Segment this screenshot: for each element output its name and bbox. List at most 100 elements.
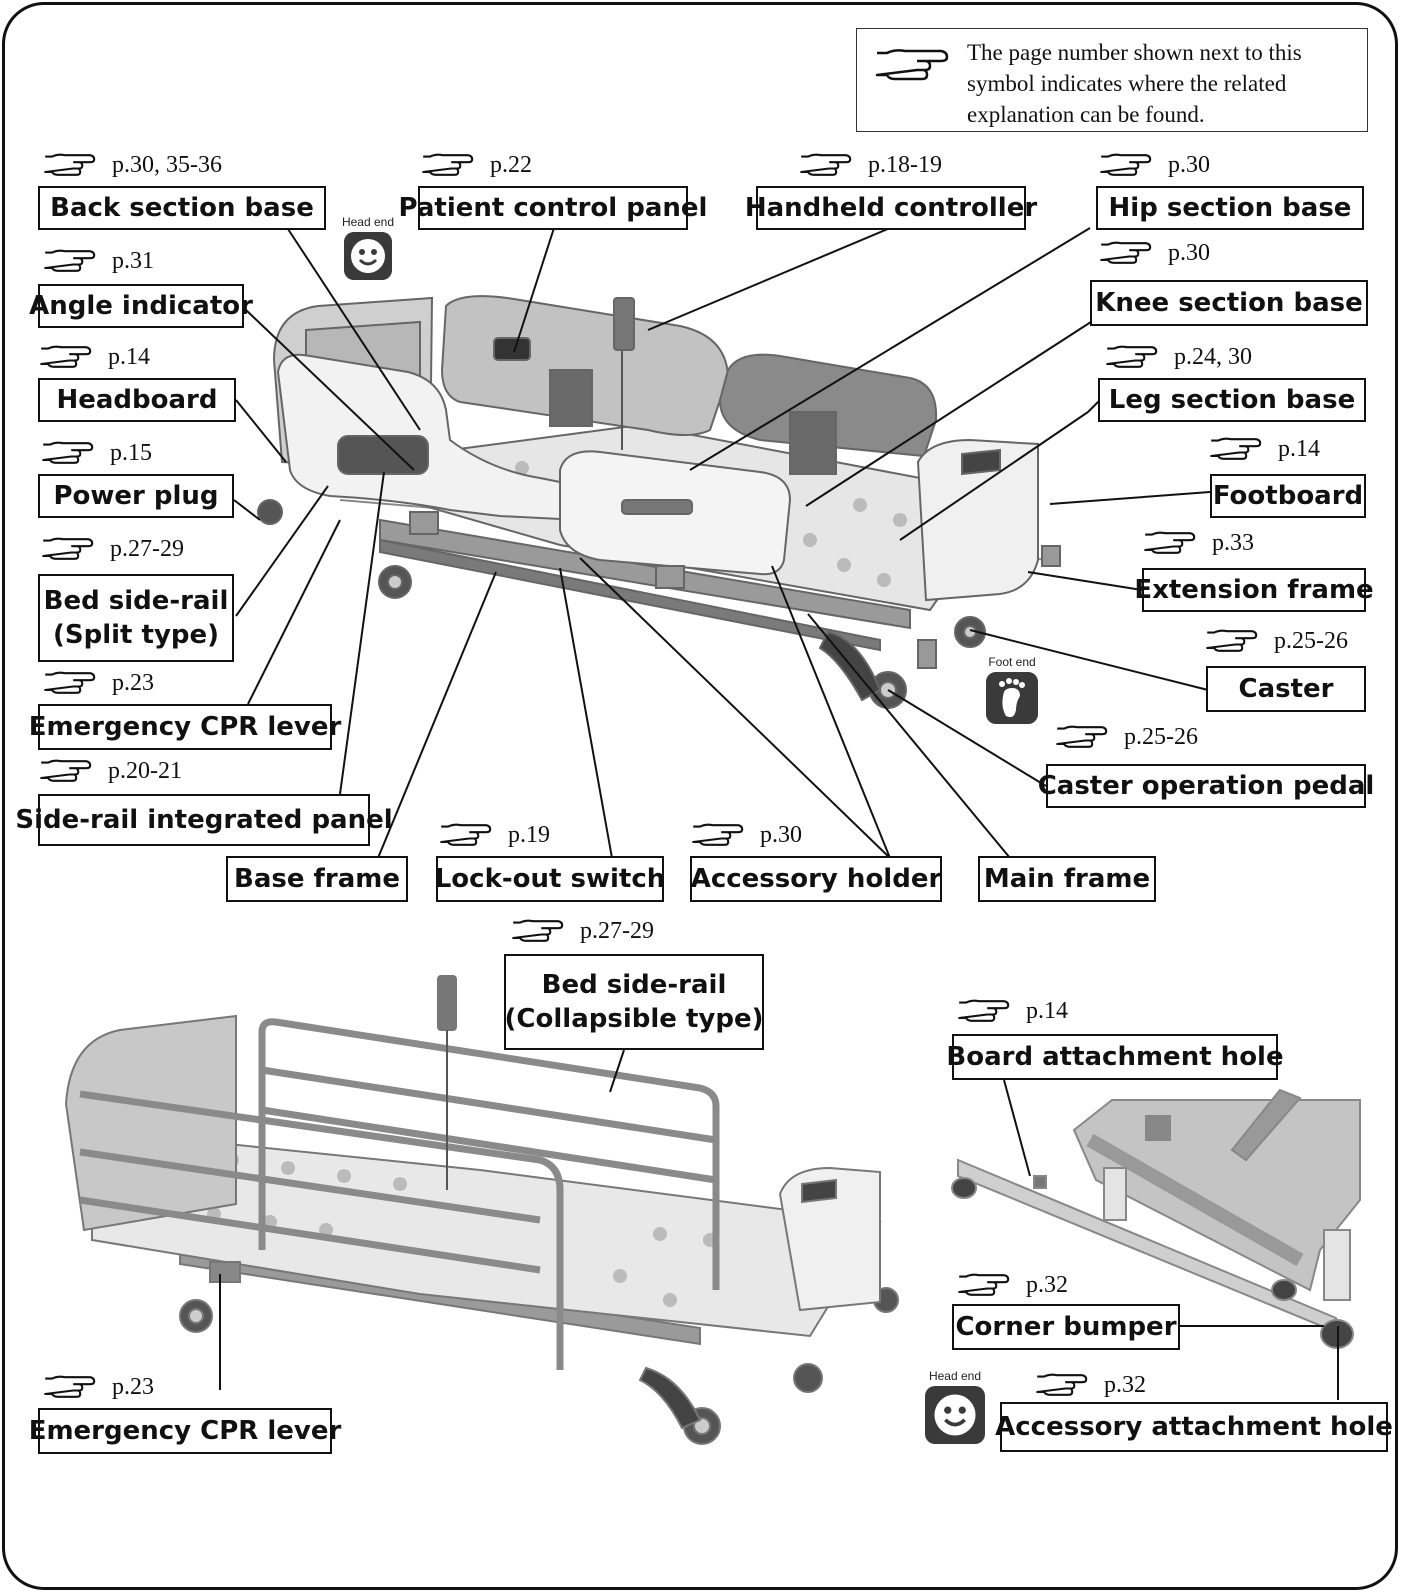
label-footboard: Footboard: [1210, 474, 1366, 518]
pointing-hand-icon: [44, 153, 96, 176]
legend-box: The page number shown next to this symbo…: [856, 28, 1368, 132]
page-ref: p.33: [1142, 526, 1254, 560]
page-ref: p.30: [1098, 236, 1210, 270]
pointing-hand-icon: [1100, 241, 1152, 264]
smiley-face-icon: [925, 1386, 985, 1444]
page-number: p.25-26: [1274, 627, 1348, 654]
page-number: p.14: [1026, 997, 1068, 1024]
footprint-icon: [986, 672, 1038, 724]
pointing-hand-icon: [1210, 437, 1262, 460]
label-line-1: Bed side-rail: [43, 586, 229, 616]
head-end-marker-top: Head end: [340, 214, 396, 280]
foot-end-marker: Foot end: [982, 654, 1042, 724]
smiley-face-icon: [344, 232, 392, 280]
label-bed-side-rail-split: Bed side-rail (Split type): [38, 574, 234, 662]
pointing-hand-icon: [1056, 725, 1108, 748]
pointing-hand-icon: [40, 345, 92, 368]
label-hip-section-base: Hip section base: [1096, 186, 1364, 230]
page-ref: p.14: [1208, 432, 1320, 466]
label-accessory-attachment-hole: Accessory attachment hole: [995, 1402, 1393, 1452]
page-ref: p.32: [1034, 1368, 1146, 1402]
bed-undercarriage-illustration: [951, 1088, 1361, 1349]
page-ref: p.27-29: [40, 532, 184, 566]
label-emergency-cpr-lever: Emergency CPR lever: [29, 704, 341, 750]
page-ref: p.18-19: [798, 148, 942, 182]
pointing-hand-icon: [692, 823, 744, 846]
label-patient-control-panel: Patient control panel: [399, 186, 707, 230]
pointing-hand-icon: [512, 919, 564, 942]
page-number: p.32: [1026, 1271, 1068, 1298]
page-ref: p.15: [40, 436, 152, 470]
label-caster: Caster: [1206, 666, 1366, 712]
page-number: p.30, 35-36: [112, 151, 222, 178]
page-number: p.14: [108, 343, 150, 370]
head-end-marker-bottom: Head end: [922, 1368, 988, 1444]
page-number: p.15: [110, 439, 152, 466]
page-number: p.19: [508, 821, 550, 848]
page-ref: p.14: [38, 340, 150, 374]
pointing-hand-icon: [422, 153, 474, 176]
page-ref: p.24, 30: [1104, 340, 1252, 374]
pointing-hand-icon: [1036, 1373, 1088, 1396]
label-line-2: (Split type): [52, 620, 220, 650]
page-number: p.30: [1168, 151, 1210, 178]
pointing-hand-icon: [44, 1375, 96, 1398]
label-lock-out-switch: Lock-out switch: [435, 856, 665, 902]
pointing-hand-icon: [42, 537, 94, 560]
page-number: p.24, 30: [1174, 343, 1252, 370]
page-ref: p.30: [690, 818, 802, 852]
label-bed-side-rail-collapsible: Bed side-rail (Collapsible type): [504, 954, 764, 1050]
label-corner-bumper: Corner bumper: [952, 1304, 1180, 1350]
page-number: p.23: [112, 669, 154, 696]
label-power-plug: Power plug: [38, 474, 234, 518]
label-side-rail-integrated-panel: Side-rail integrated panel: [15, 794, 393, 846]
label-board-attachment-hole: Board attachment hole: [946, 1034, 1284, 1080]
page-ref: p.30: [1098, 148, 1210, 182]
page-ref: p.32: [956, 1268, 1068, 1302]
page-number: p.30: [1168, 239, 1210, 266]
label-line-2: (Collapsible type): [504, 1004, 764, 1034]
page-ref: p.20-21: [38, 754, 182, 788]
pointing-hand-icon: [440, 823, 492, 846]
pointing-hand-icon: [1100, 153, 1152, 176]
page-ref: p.22: [420, 148, 532, 182]
label-base-frame: Base frame: [226, 856, 408, 902]
page-number: p.33: [1212, 529, 1254, 556]
label-handheld-controller: Handheld controller: [745, 186, 1037, 230]
page-number: p.18-19: [868, 151, 942, 178]
legend-text: The page number shown next to this symbo…: [967, 40, 1302, 127]
page-ref: p.25-26: [1204, 624, 1348, 658]
page-number: p.27-29: [580, 917, 654, 944]
page-ref: p.25-26: [1054, 720, 1198, 754]
page-ref: p.14: [956, 994, 1068, 1028]
label-accessory-holder: Accessory holder: [690, 856, 942, 902]
page-ref: p.23: [42, 666, 154, 700]
pointing-hand-icon: [44, 671, 96, 694]
head-end-label: Head end: [341, 215, 395, 229]
head-end-label: Head end: [928, 1369, 982, 1383]
pointing-hand-icon: [42, 441, 94, 464]
pointing-hand-icon: [1144, 531, 1196, 554]
label-leg-section-base: Leg section base: [1098, 378, 1366, 422]
page-ref: p.31: [42, 244, 154, 278]
pointing-hand-icon: [40, 759, 92, 782]
page-number: p.30: [760, 821, 802, 848]
label-caster-operation-pedal: Caster operation pedal: [1038, 764, 1374, 808]
bed-split-type-illustration: [257, 295, 1061, 709]
page-number: p.25-26: [1124, 723, 1198, 750]
page-ref: p.23: [42, 1370, 154, 1404]
pointing-hand-icon: [1206, 629, 1258, 652]
page-number: p.27-29: [110, 535, 184, 562]
label-emergency-cpr-lever-bottom: Emergency CPR lever: [29, 1408, 341, 1454]
pointing-hand-icon: [800, 153, 852, 176]
page-number: p.22: [490, 151, 532, 178]
page-number: p.31: [112, 247, 154, 274]
label-angle-indicator: Angle indicator: [29, 284, 253, 328]
page-ref: p.27-29: [510, 914, 654, 948]
page-number: p.23: [112, 1373, 154, 1400]
label-back-section-base: Back section base: [38, 186, 326, 230]
pointing-hand-icon: [958, 999, 1010, 1022]
page-ref: p.30, 35-36: [42, 148, 222, 182]
pointing-hand-icon: [44, 249, 96, 272]
